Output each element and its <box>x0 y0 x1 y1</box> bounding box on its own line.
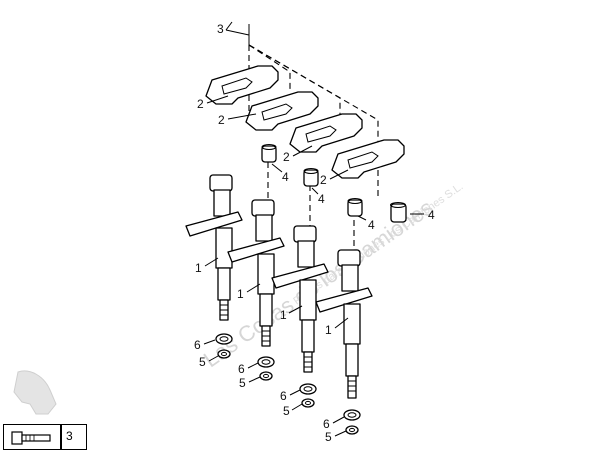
callout-3: 3 <box>217 22 224 36</box>
callout-2b: 2 <box>218 113 225 127</box>
injector-3 <box>271 225 329 373</box>
callout-6a: 6 <box>194 338 201 352</box>
callout-4b: 4 <box>318 192 325 206</box>
callout-6d: 6 <box>323 417 330 431</box>
washers-1 <box>215 333 233 359</box>
callout-1b: 1 <box>237 287 244 301</box>
callout-5c: 5 <box>283 404 290 418</box>
injector-2 <box>227 199 285 347</box>
callout-4a: 4 <box>282 170 289 184</box>
clamp-4 <box>331 139 405 179</box>
callout-5d: 5 <box>325 430 332 444</box>
legend-value: 3 <box>66 429 73 443</box>
callout-5b: 5 <box>239 376 246 390</box>
callout-labels: 3 2 2 2 2 4 4 4 4 1 1 1 1 6 5 6 5 6 5 6 … <box>194 22 435 444</box>
callout-5a: 5 <box>199 355 206 369</box>
bolt-icon <box>11 431 51 445</box>
callout-4c: 4 <box>368 218 375 232</box>
washers-4 <box>343 409 361 435</box>
callout-2d: 2 <box>320 173 327 187</box>
spacer-1 <box>261 144 277 163</box>
callout-2a: 2 <box>197 97 204 111</box>
spacer-3 <box>347 198 363 217</box>
logo-mark <box>13 370 57 415</box>
callout-1a: 1 <box>195 261 202 275</box>
spacer-2 <box>303 168 319 187</box>
callout-1c: 1 <box>280 308 287 322</box>
washers-3 <box>299 383 317 408</box>
guide-lines <box>225 21 379 255</box>
callout-6c: 6 <box>280 389 287 403</box>
clamp-1 <box>205 65 279 105</box>
washers-2 <box>257 356 275 381</box>
callout-1d: 1 <box>325 323 332 337</box>
callout-2c: 2 <box>283 150 290 164</box>
callout-6b: 6 <box>238 362 245 376</box>
callout-4d: 4 <box>428 208 435 222</box>
legend-box: 3 <box>3 424 87 450</box>
clamp-2 <box>245 91 319 131</box>
clamp-3 <box>289 113 363 153</box>
injector-4 <box>315 249 373 399</box>
legend-divider <box>60 425 62 449</box>
injector-1 <box>185 174 243 321</box>
leader-lines <box>203 95 424 437</box>
spacer-4 <box>390 202 407 223</box>
